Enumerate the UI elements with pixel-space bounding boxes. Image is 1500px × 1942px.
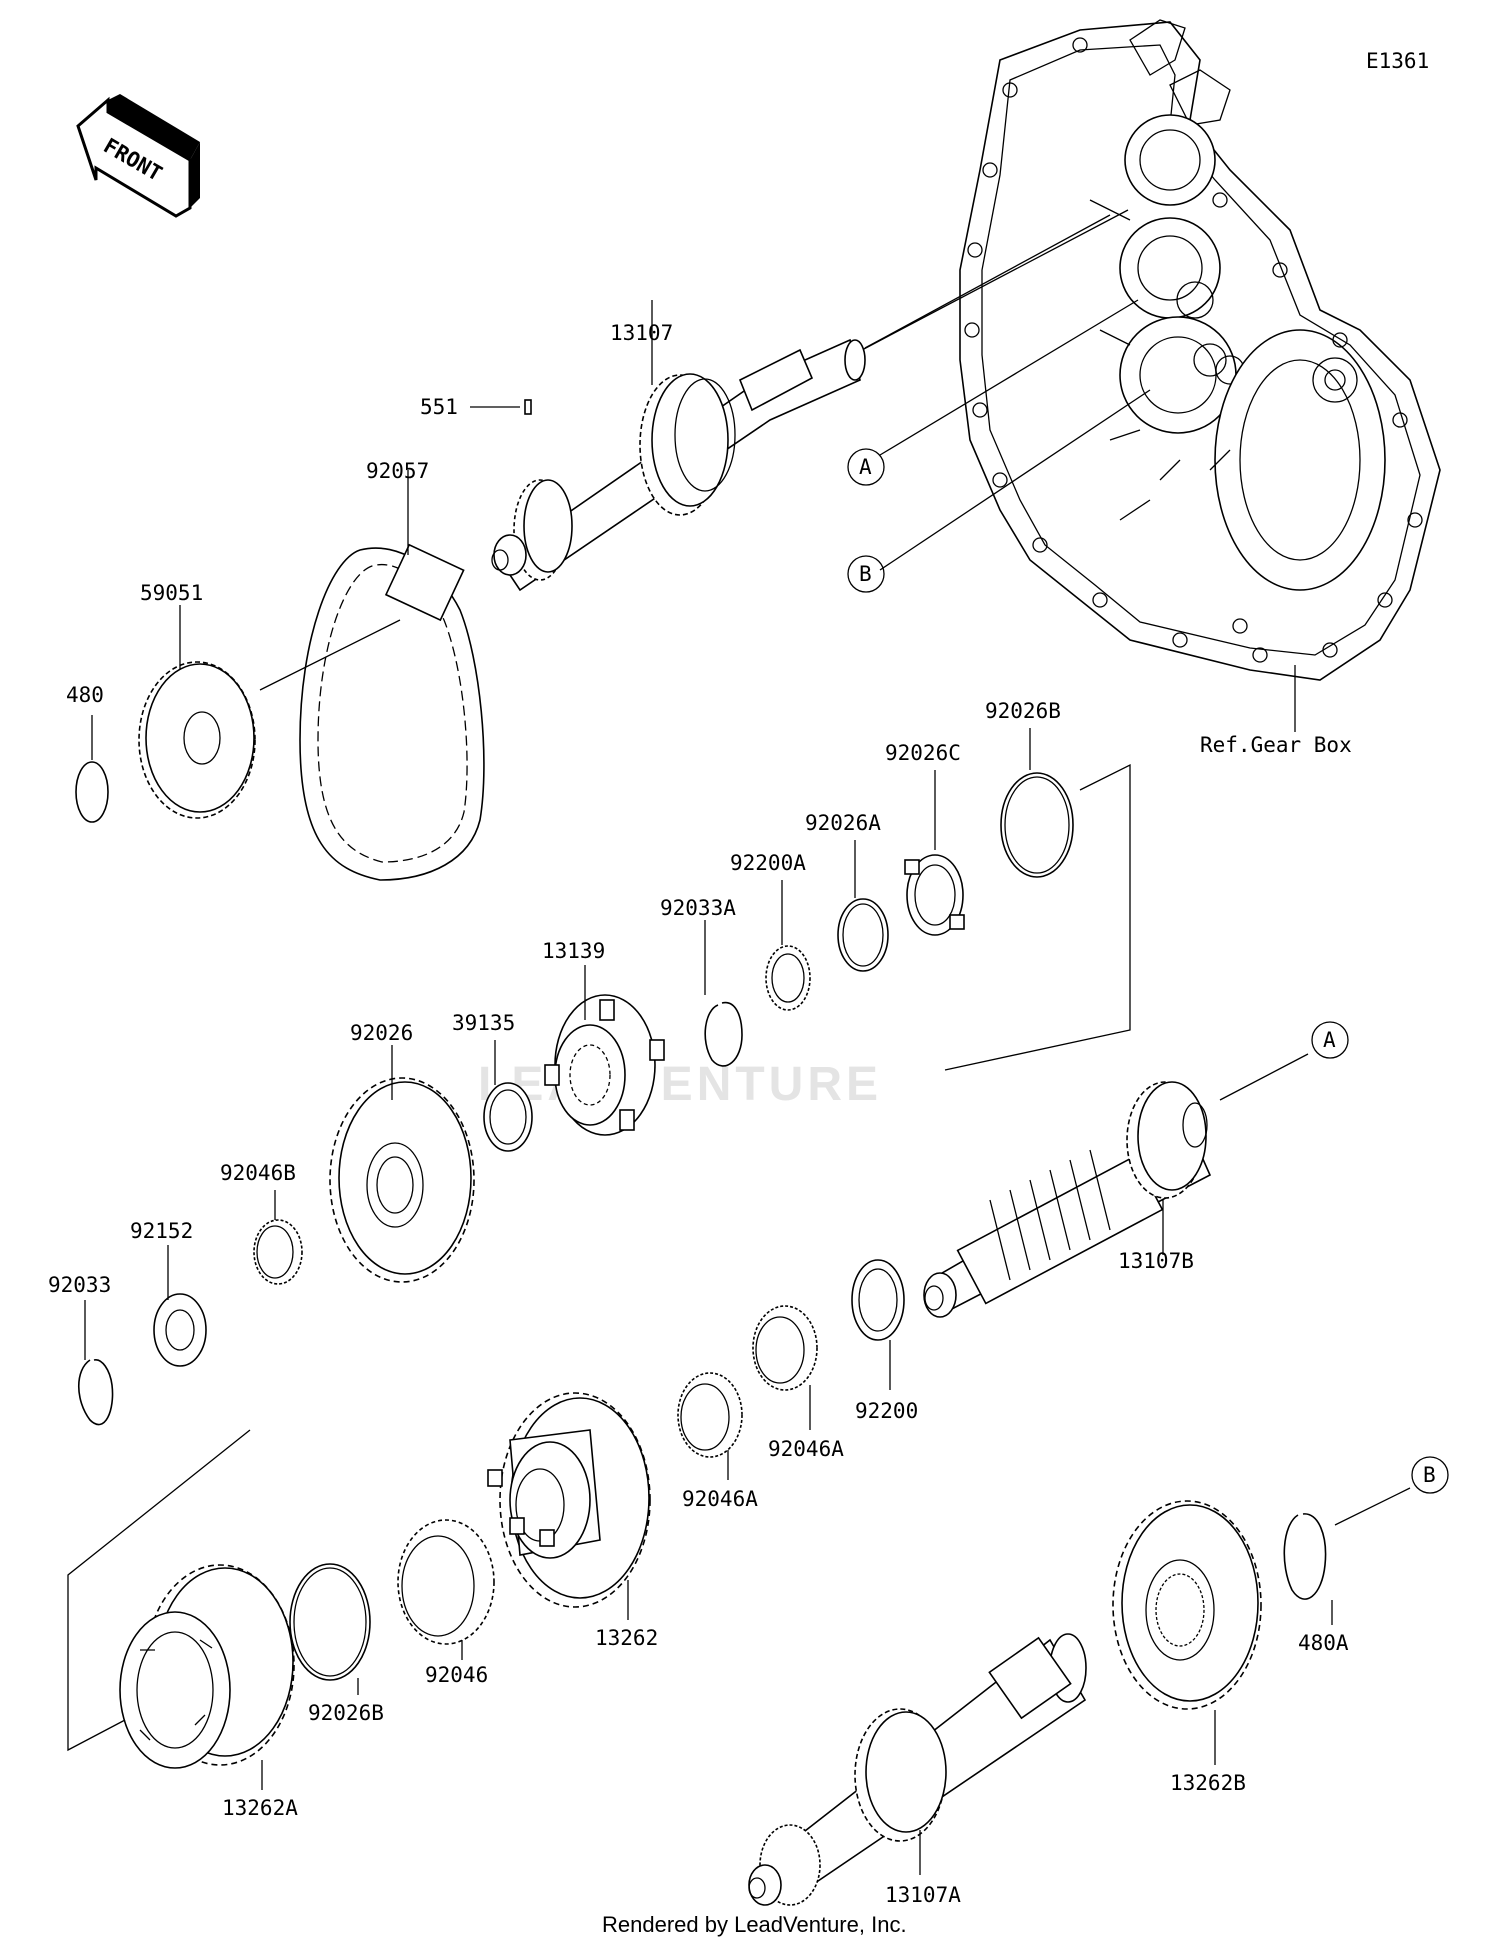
watermark-text: LEADVENTURE [478, 1058, 882, 1111]
oring-92026B-lower [289, 1563, 371, 1681]
bearing-92046A-right [752, 1305, 818, 1391]
part-label: 92026B [308, 1701, 384, 1725]
part-label: 92152 [130, 1219, 193, 1243]
circlip-92033 [78, 1359, 114, 1426]
part-label: 13139 [542, 939, 605, 963]
washer-92026 [483, 1082, 533, 1152]
bearing-92046 [397, 1519, 495, 1645]
part-label: 13262B [1170, 1771, 1246, 1795]
bearing-92046B [253, 1219, 303, 1285]
svg-text:B: B [859, 562, 872, 586]
circlip-92033A [704, 1001, 743, 1067]
part-label: 92026B [985, 699, 1061, 723]
shaft-13107A [748, 1633, 1087, 1906]
washer-92152 [153, 1293, 207, 1367]
part-label: 92026A [805, 811, 881, 835]
shaft-13107 [491, 338, 866, 592]
ring-480 [75, 761, 109, 823]
washer-92026C [904, 854, 965, 936]
part-label: 92046A [682, 1487, 758, 1511]
part-label: 92200A [730, 851, 806, 875]
gear-13262 [487, 1392, 651, 1608]
gear-13262B [1112, 1500, 1262, 1710]
credit-text: Rendered by LeadVenture, Inc. [602, 1912, 907, 1937]
gear-box-housing [959, 19, 1441, 681]
callout-a-upper: A [847, 448, 885, 486]
part-label: 92033 [48, 1273, 111, 1297]
part-label: 92046 [425, 1663, 488, 1687]
pin-551 [524, 399, 532, 415]
front-arrow-icon: FRONT [76, 94, 200, 218]
hub-13139 [544, 994, 665, 1136]
callout-a-lower: A [1311, 1021, 1349, 1059]
ring-92026A [837, 898, 889, 972]
part-label: 92200 [855, 1399, 918, 1423]
sprocket-59051 [138, 661, 256, 819]
gear-39135 [329, 1077, 475, 1283]
gear-13262A [119, 1564, 295, 1769]
callout-b-lower: B [1411, 1456, 1449, 1494]
part-label: 13107B [1118, 1249, 1194, 1273]
part-label: 92026 [350, 1021, 413, 1045]
part-label: 480 [66, 683, 104, 707]
bearing-92046A-left [677, 1372, 743, 1458]
part-label: 92057 [366, 459, 429, 483]
washer-92200A [765, 945, 811, 1011]
svg-text:A: A [1323, 1028, 1336, 1052]
part-label: 59051 [140, 581, 203, 605]
part-label: 92026C [885, 741, 961, 765]
diagram-code: E1361 [1366, 49, 1429, 73]
part-label: 13262 [595, 1626, 658, 1650]
part-label: 92046B [220, 1161, 296, 1185]
svg-text:A: A [859, 455, 872, 479]
oring-92026B-upper [1000, 772, 1074, 878]
washer-92200 [851, 1259, 905, 1341]
ref-gear-box-label: Ref.Gear Box [1200, 733, 1352, 757]
part-label: 39135 [452, 1011, 515, 1035]
circlip-480A [1283, 1513, 1327, 1600]
part-label: 13107A [885, 1883, 961, 1907]
part-label: 551 [420, 395, 458, 419]
chain-92057 [299, 543, 485, 881]
part-label: 13262A [222, 1796, 298, 1820]
part-label: 13107 [610, 321, 673, 345]
shaft-13107B [923, 1081, 1212, 1318]
part-label: 92033A [660, 896, 736, 920]
callout-b-upper: B [847, 555, 885, 593]
part-label: 480A [1298, 1631, 1349, 1655]
svg-text:B: B [1423, 1463, 1436, 1487]
part-label: 92046A [768, 1437, 844, 1461]
